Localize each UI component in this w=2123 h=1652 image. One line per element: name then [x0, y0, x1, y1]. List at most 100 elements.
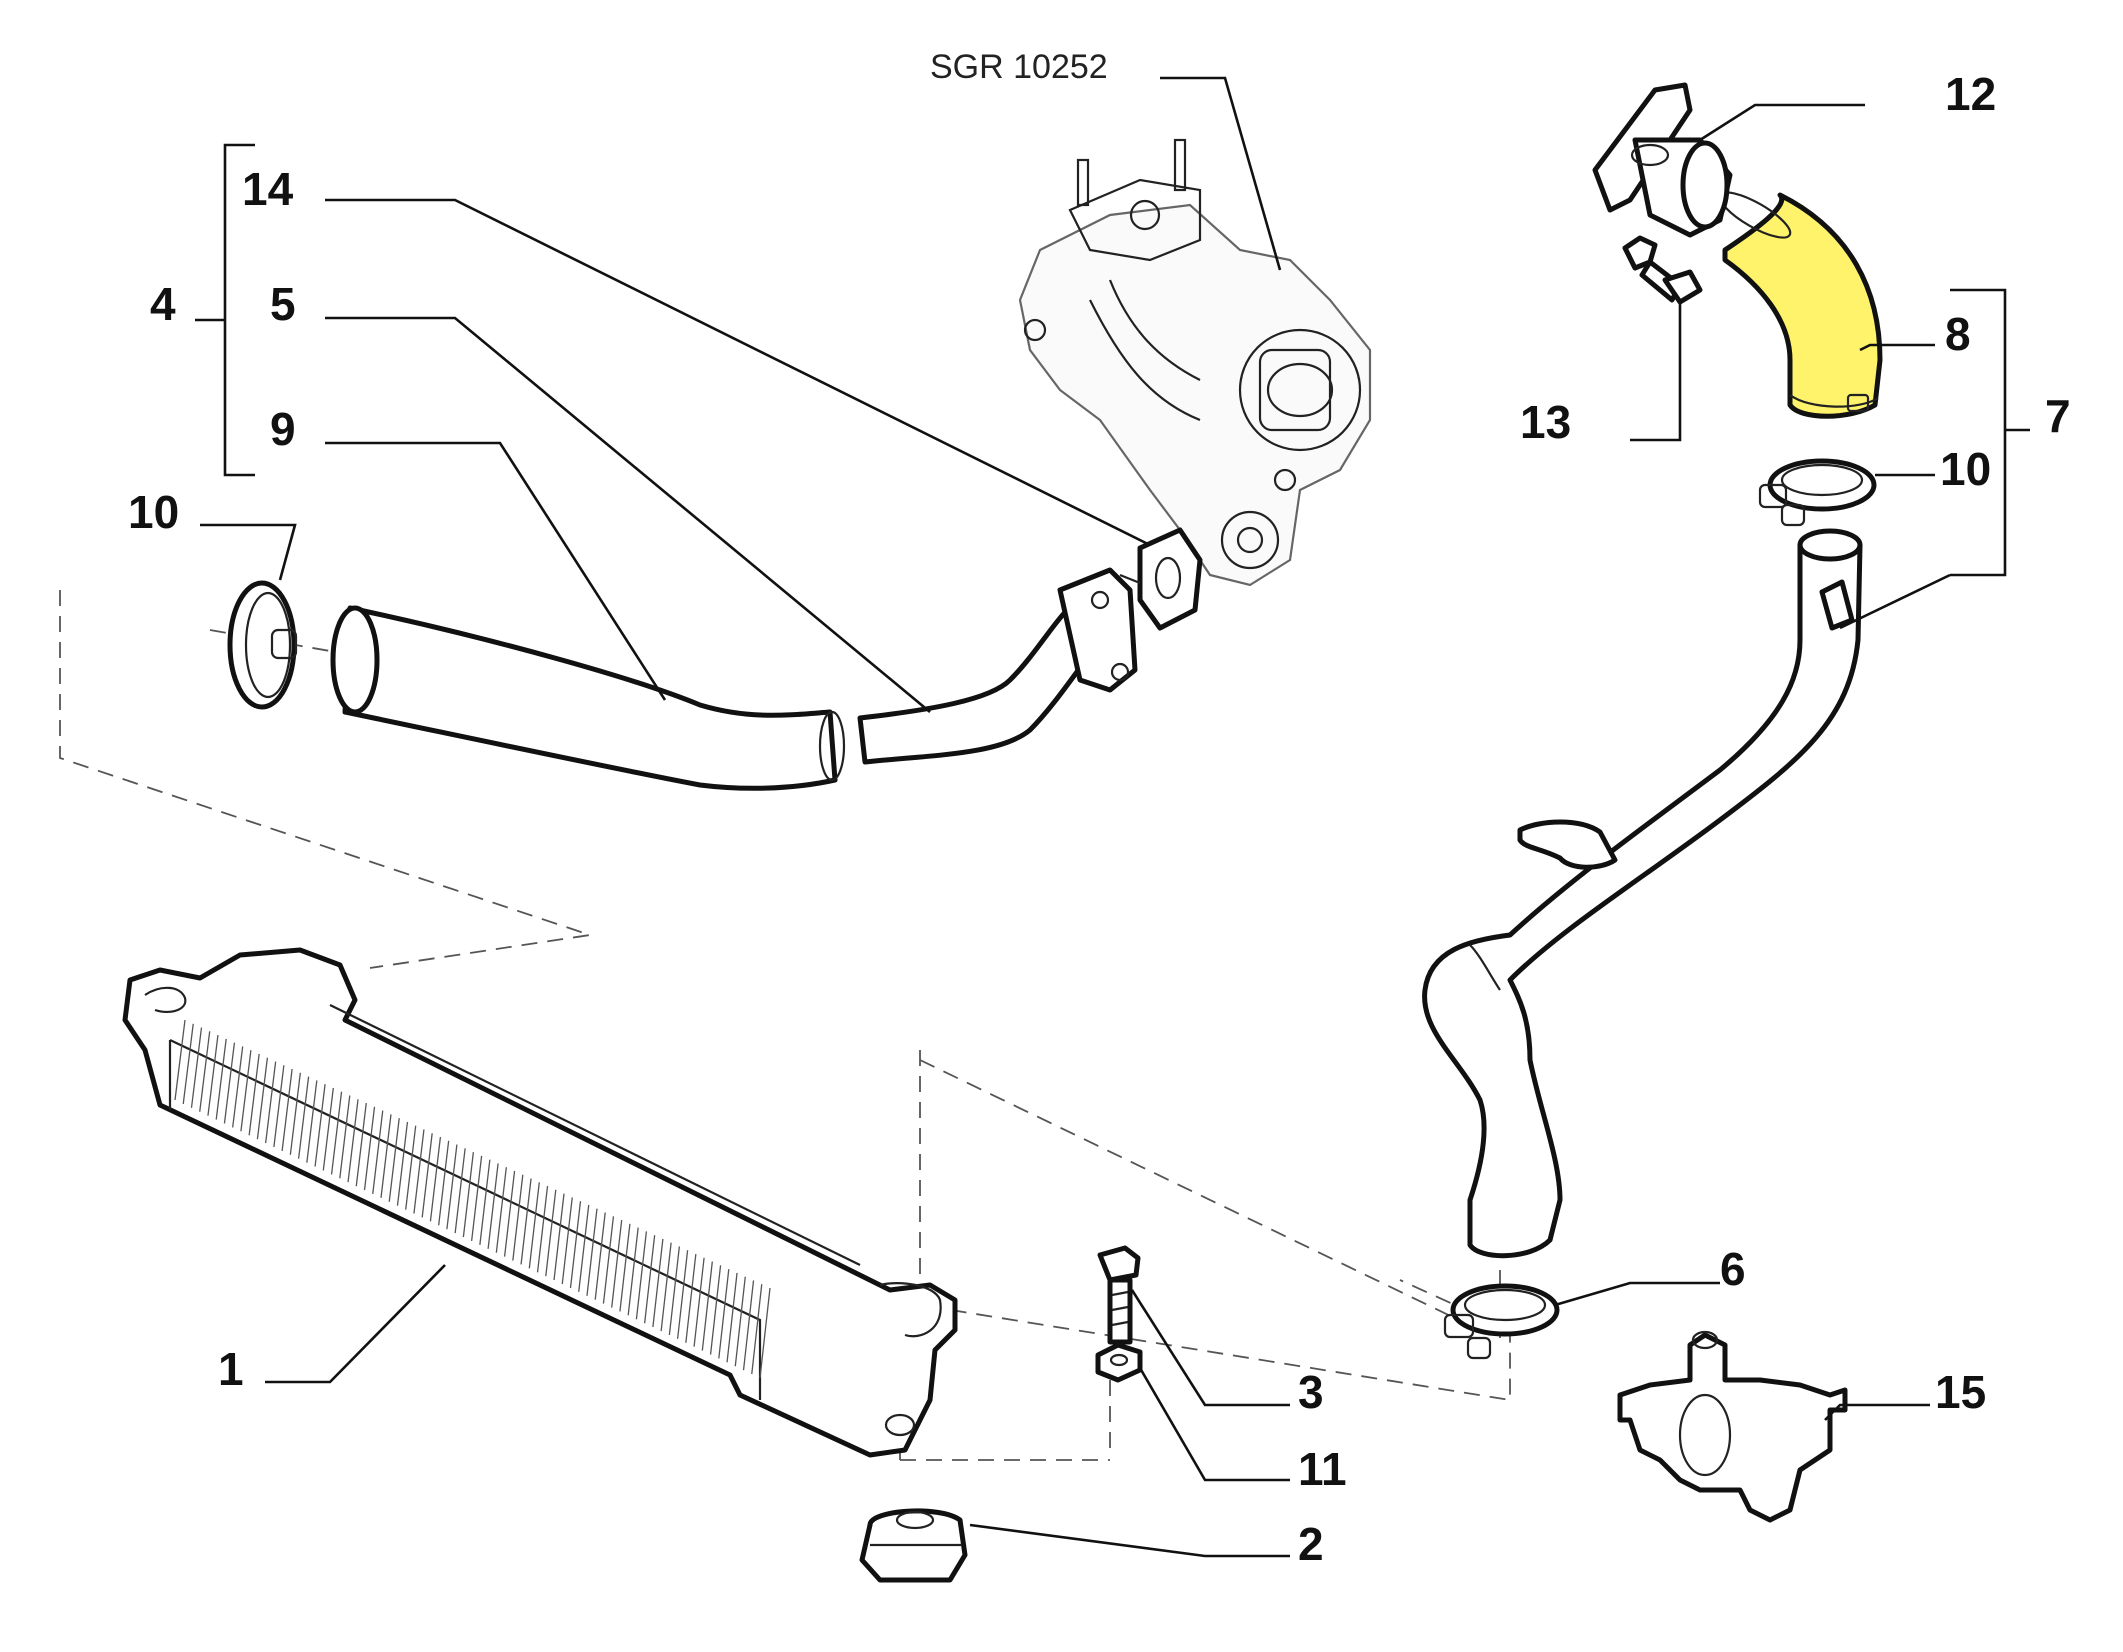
- highlighted-hose: [1718, 191, 1883, 419]
- fin-line: [421, 1133, 433, 1218]
- fin-line: [190, 1027, 203, 1108]
- fin-line: [322, 1087, 334, 1171]
- fin-line: [413, 1129, 425, 1214]
- fin-line: [693, 1257, 705, 1347]
- leader-lines: [200, 76, 1951, 1558]
- hose-clamp-left: [227, 580, 298, 710]
- fin-line: [660, 1242, 672, 1332]
- callout-3: 3: [1298, 1366, 1324, 1418]
- fin-line: [751, 1284, 763, 1375]
- fin-line: [619, 1223, 631, 1312]
- fin-line: [602, 1216, 615, 1304]
- group-bracket-4: [195, 143, 255, 477]
- fin-line: [726, 1272, 738, 1363]
- nut: [1095, 1342, 1143, 1383]
- fin-line: [520, 1178, 532, 1265]
- fin-line: [207, 1035, 219, 1116]
- fin-line: [182, 1023, 194, 1104]
- fin-line: [446, 1144, 458, 1230]
- mounting-bracket: [1617, 1330, 1848, 1523]
- fin-line: [594, 1212, 606, 1300]
- fin-line: [553, 1193, 565, 1281]
- fin-line: [330, 1091, 343, 1175]
- fin-line: [388, 1118, 400, 1202]
- fin-line: [586, 1208, 598, 1296]
- callout-1: 1: [218, 1343, 244, 1395]
- fin-line: [701, 1261, 713, 1351]
- fin-line: [396, 1121, 409, 1206]
- fin-line: [273, 1065, 285, 1148]
- fin-line: [652, 1238, 664, 1328]
- fin-line: [718, 1269, 730, 1359]
- fin-line: [297, 1076, 310, 1159]
- fin-line: [578, 1204, 590, 1292]
- reference-code: SGR 10252: [930, 48, 1108, 86]
- fin-line: [380, 1114, 392, 1198]
- fin-line: [487, 1163, 499, 1249]
- fin-line: [627, 1227, 639, 1316]
- callout-2: 2: [1298, 1518, 1324, 1570]
- rubber-mount: [859, 1508, 968, 1583]
- callout-12: 12: [1945, 68, 1996, 120]
- callout-10-left: 10: [128, 486, 179, 538]
- fin-line: [644, 1235, 656, 1324]
- fin-line: [503, 1170, 516, 1257]
- fin-line: [256, 1057, 269, 1140]
- bolt: [1097, 1245, 1141, 1345]
- fin-line: [223, 1042, 236, 1124]
- assembly-reference-lines: [59, 590, 1511, 1470]
- fin-line: [363, 1106, 376, 1191]
- fin-line: [569, 1201, 582, 1289]
- fin-line: [306, 1080, 318, 1163]
- fin-line: [339, 1095, 351, 1179]
- fin-line: [405, 1125, 417, 1210]
- callout-9: 9: [270, 403, 296, 455]
- fin-line: [759, 1287, 771, 1379]
- gasket: [1137, 527, 1203, 631]
- fin-line: [470, 1155, 483, 1242]
- fin-line: [372, 1110, 384, 1195]
- fin-line: [611, 1219, 623, 1308]
- fin-line: [742, 1280, 755, 1371]
- screw: [1622, 235, 1703, 305]
- group-bracket-7: [1950, 288, 2030, 577]
- callout-8: 8: [1945, 308, 1971, 360]
- fin-line: [495, 1167, 507, 1253]
- fin-line: [668, 1246, 681, 1336]
- fin-line: [635, 1231, 648, 1320]
- callout-10-right: 10: [1940, 443, 1991, 495]
- callout-15: 15: [1935, 1366, 1986, 1418]
- callout-14: 14: [242, 163, 294, 215]
- hose-clamp-right: [1758, 458, 1877, 527]
- callout-13: 13: [1520, 396, 1571, 448]
- flange-adapter: [1592, 82, 1733, 238]
- fin-line: [314, 1084, 326, 1167]
- fin-line: [174, 1019, 186, 1101]
- fin-line: [347, 1099, 359, 1183]
- intercooler: [122, 947, 958, 1458]
- fin-line: [545, 1189, 557, 1277]
- fin-line: [536, 1186, 549, 1273]
- fin-line: [561, 1197, 573, 1285]
- hose-clamp-6: [1443, 1283, 1560, 1360]
- fin-line: [429, 1136, 442, 1222]
- fin-line: [734, 1276, 746, 1367]
- fin-line: [512, 1174, 524, 1261]
- fin-line: [454, 1148, 466, 1234]
- fin-line: [199, 1031, 211, 1112]
- intake-hose: [330, 605, 846, 791]
- callout-11: 11: [1298, 1443, 1347, 1495]
- fin-line: [479, 1159, 491, 1245]
- fin-line: [438, 1140, 450, 1226]
- fin-line: [281, 1068, 293, 1151]
- callout-6: 6: [1720, 1243, 1746, 1295]
- fin-line: [240, 1050, 252, 1132]
- fin-line: [289, 1072, 301, 1155]
- intercooler-outlet-pipe: [1422, 528, 1863, 1259]
- fin-line: [676, 1250, 689, 1339]
- fin-line: [248, 1053, 260, 1136]
- fin-line: [685, 1253, 697, 1343]
- fin-line: [709, 1265, 722, 1355]
- fin-line: [264, 1061, 277, 1144]
